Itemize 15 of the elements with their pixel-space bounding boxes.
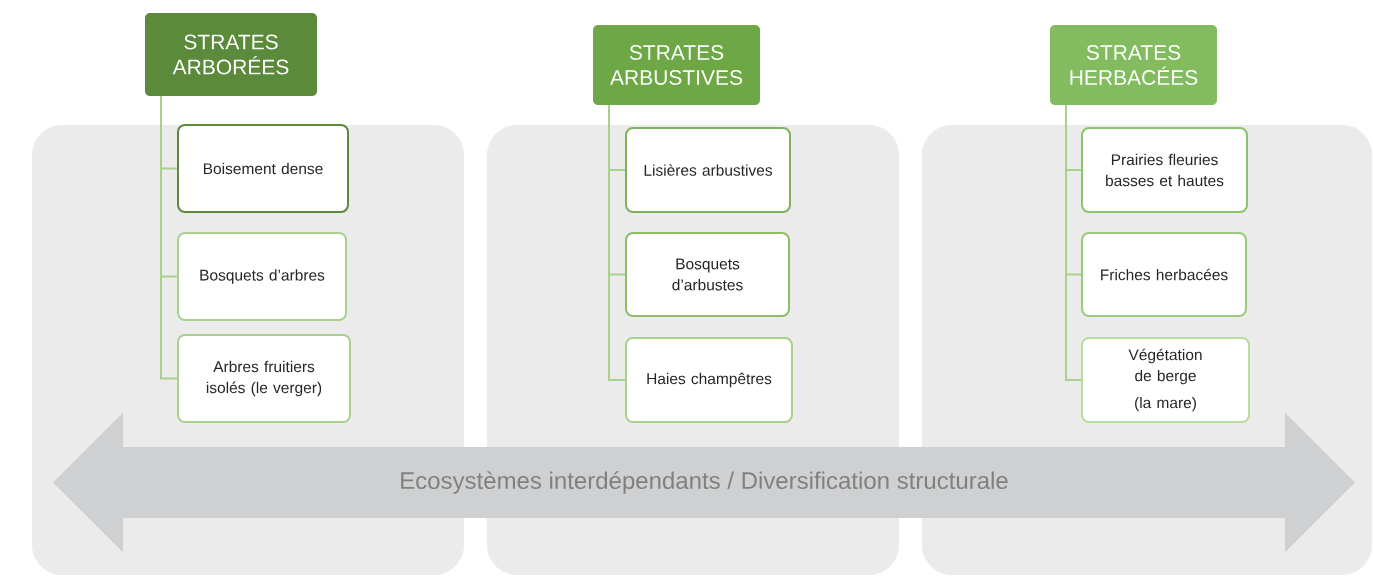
- item-box: Végétation de berge (la mare): [1081, 337, 1250, 423]
- item-box: Lisières arbustives: [625, 127, 791, 213]
- category-box: STRATES HERBACÉES: [1050, 25, 1217, 105]
- connector-line: [608, 104, 626, 381]
- item-box: Arbres fruitiers isolés (le verger): [177, 334, 351, 423]
- connector-line: [160, 95, 178, 380]
- category-box: STRATES ARBUSTIVES: [593, 25, 760, 105]
- category-box: STRATES ARBORÉES: [145, 13, 317, 96]
- item-box: Bosquets d’arbustes: [625, 232, 790, 317]
- item-box: Haies champêtres: [625, 337, 793, 423]
- item-box: Boisement dense: [177, 124, 349, 213]
- item-box: Prairies fleuries basses et hautes: [1081, 127, 1248, 213]
- item-box: Bosquets d’arbres: [177, 232, 347, 321]
- item-box: Friches herbacées: [1081, 232, 1247, 317]
- connector-line: [1065, 104, 1082, 381]
